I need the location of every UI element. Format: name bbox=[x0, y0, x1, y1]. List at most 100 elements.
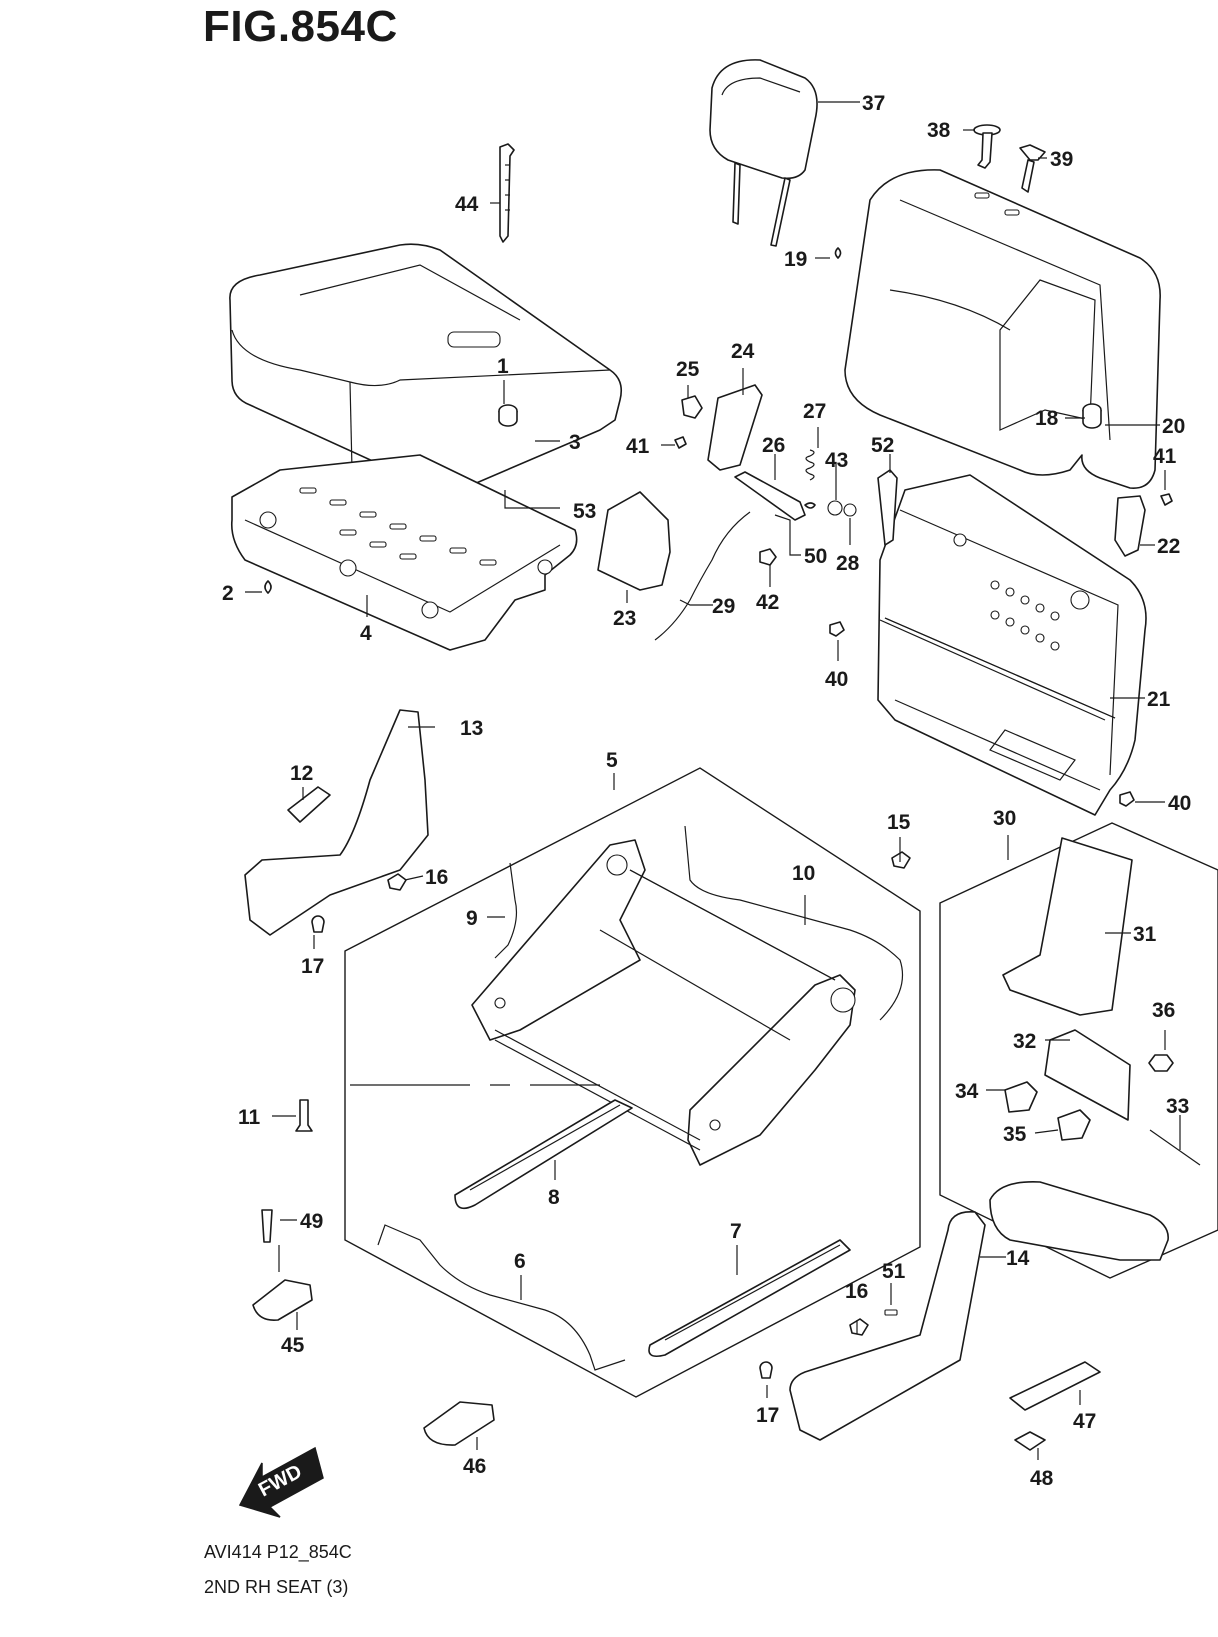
seat-frame-part bbox=[471, 839, 856, 1166]
callout-32: 32 bbox=[1013, 1030, 1036, 1053]
armrest-pad-part bbox=[1002, 837, 1133, 1016]
callout-53: 53 bbox=[573, 500, 596, 523]
cable-tie-part bbox=[499, 143, 515, 243]
callout-44: 44 bbox=[455, 193, 479, 216]
callout-47: 47 bbox=[1073, 1410, 1096, 1433]
callout-24: 24 bbox=[731, 340, 755, 363]
seat-cushion-part bbox=[229, 243, 623, 493]
armrest-part bbox=[989, 1181, 1169, 1261]
clip-part bbox=[834, 247, 842, 259]
pad-part bbox=[1014, 1431, 1046, 1451]
callout-6: 6 bbox=[514, 1250, 526, 1273]
callout-10: 10 bbox=[792, 862, 815, 885]
callout-41b: 41 bbox=[1153, 445, 1177, 468]
callout-25: 25 bbox=[676, 358, 700, 381]
callout-45: 45 bbox=[281, 1334, 305, 1357]
leader-lines bbox=[245, 101, 1181, 1460]
callout-1: 1 bbox=[497, 355, 509, 378]
callout-23: 23 bbox=[613, 607, 636, 630]
clip-part bbox=[311, 915, 325, 933]
damper-part bbox=[1057, 1109, 1091, 1141]
figure-code: AVI414 P12_854C bbox=[204, 1542, 352, 1562]
release-cable-part bbox=[684, 825, 904, 1021]
bolt-part bbox=[829, 621, 845, 637]
knob-part bbox=[287, 786, 331, 823]
callout-18: 18 bbox=[1035, 407, 1059, 430]
callout-16b: 16 bbox=[845, 1280, 868, 1303]
callout-34: 34 bbox=[955, 1080, 979, 1103]
callout-5: 5 bbox=[606, 749, 618, 772]
callout-43: 43 bbox=[825, 449, 848, 472]
bolt-part bbox=[261, 1209, 273, 1243]
callout-3: 3 bbox=[569, 431, 581, 454]
bolt-part bbox=[295, 1099, 313, 1132]
callout-38: 38 bbox=[927, 119, 951, 142]
callout-9: 9 bbox=[466, 907, 478, 930]
callout-37: 37 bbox=[862, 92, 885, 115]
clip-part bbox=[387, 873, 407, 891]
callout-2: 2 bbox=[222, 582, 234, 605]
lever-cover-part bbox=[1114, 495, 1146, 557]
pad-part bbox=[884, 1309, 898, 1316]
nut-part bbox=[759, 548, 777, 566]
recliner-cover-part bbox=[597, 491, 671, 591]
figure-title: FIG.854C bbox=[203, 2, 398, 51]
clip-part bbox=[891, 851, 911, 869]
spring-part bbox=[805, 449, 815, 481]
seat-rail-inner-part bbox=[454, 1099, 633, 1210]
callout-28: 28 bbox=[836, 552, 860, 575]
headrest-part bbox=[709, 59, 818, 247]
callout-41a: 41 bbox=[626, 435, 650, 458]
callout-21: 21 bbox=[1147, 688, 1171, 711]
seat-pan-part bbox=[230, 454, 578, 651]
callout-27: 27 bbox=[803, 400, 826, 423]
side-cover-part bbox=[789, 1211, 986, 1441]
side-shield-part bbox=[244, 709, 429, 936]
callout-40a: 40 bbox=[825, 668, 848, 691]
clip-part bbox=[804, 502, 816, 509]
callout-14: 14 bbox=[1006, 1247, 1030, 1270]
callout-35: 35 bbox=[1003, 1123, 1027, 1146]
nut-part bbox=[1148, 1054, 1174, 1072]
callout-51: 51 bbox=[882, 1260, 906, 1283]
callout-15: 15 bbox=[887, 811, 911, 834]
callout-19: 19 bbox=[784, 248, 807, 271]
callout-42: 42 bbox=[756, 591, 779, 614]
callout-29: 29 bbox=[712, 595, 735, 618]
screw-part bbox=[674, 436, 687, 449]
washer-part bbox=[827, 500, 843, 516]
callout-33: 33 bbox=[1166, 1095, 1189, 1118]
seat-frame-group-outline bbox=[344, 767, 921, 1398]
clip-part bbox=[849, 1318, 869, 1336]
callout-49: 49 bbox=[300, 1210, 323, 1233]
callout-7: 7 bbox=[730, 1220, 742, 1243]
bracket-part bbox=[877, 469, 898, 546]
callout-31: 31 bbox=[1133, 923, 1157, 946]
callout-11: 11 bbox=[238, 1106, 261, 1129]
callout-48: 48 bbox=[1030, 1467, 1054, 1490]
callout-20: 20 bbox=[1162, 415, 1185, 438]
headrest-guide-lock-part bbox=[973, 124, 1001, 169]
rail-cover-front-part bbox=[252, 1279, 313, 1322]
callout-40b: 40 bbox=[1168, 792, 1191, 815]
damper-part bbox=[1004, 1081, 1038, 1113]
callout-12: 12 bbox=[290, 762, 313, 785]
release-lever-knob-part bbox=[681, 395, 703, 419]
armrest-bracket-part bbox=[1044, 1029, 1131, 1121]
callout-16a: 16 bbox=[425, 866, 448, 889]
callout-46: 46 bbox=[463, 1455, 486, 1478]
clip-part bbox=[759, 1361, 773, 1379]
callout-17b: 17 bbox=[756, 1404, 779, 1427]
callout-17a: 17 bbox=[301, 955, 324, 978]
release-lever-cover-part bbox=[707, 384, 763, 471]
callout-13: 13 bbox=[460, 717, 483, 740]
release-lever-part bbox=[734, 471, 806, 521]
callout-36: 36 bbox=[1152, 999, 1175, 1022]
forward-arrow-icon: FWD bbox=[238, 1446, 324, 1518]
release-cable-part bbox=[654, 511, 751, 641]
strap-cable-part bbox=[494, 862, 518, 959]
clip-part bbox=[264, 580, 272, 594]
callout-50: 50 bbox=[804, 545, 827, 568]
rail-cover-rear-part bbox=[423, 1401, 495, 1446]
